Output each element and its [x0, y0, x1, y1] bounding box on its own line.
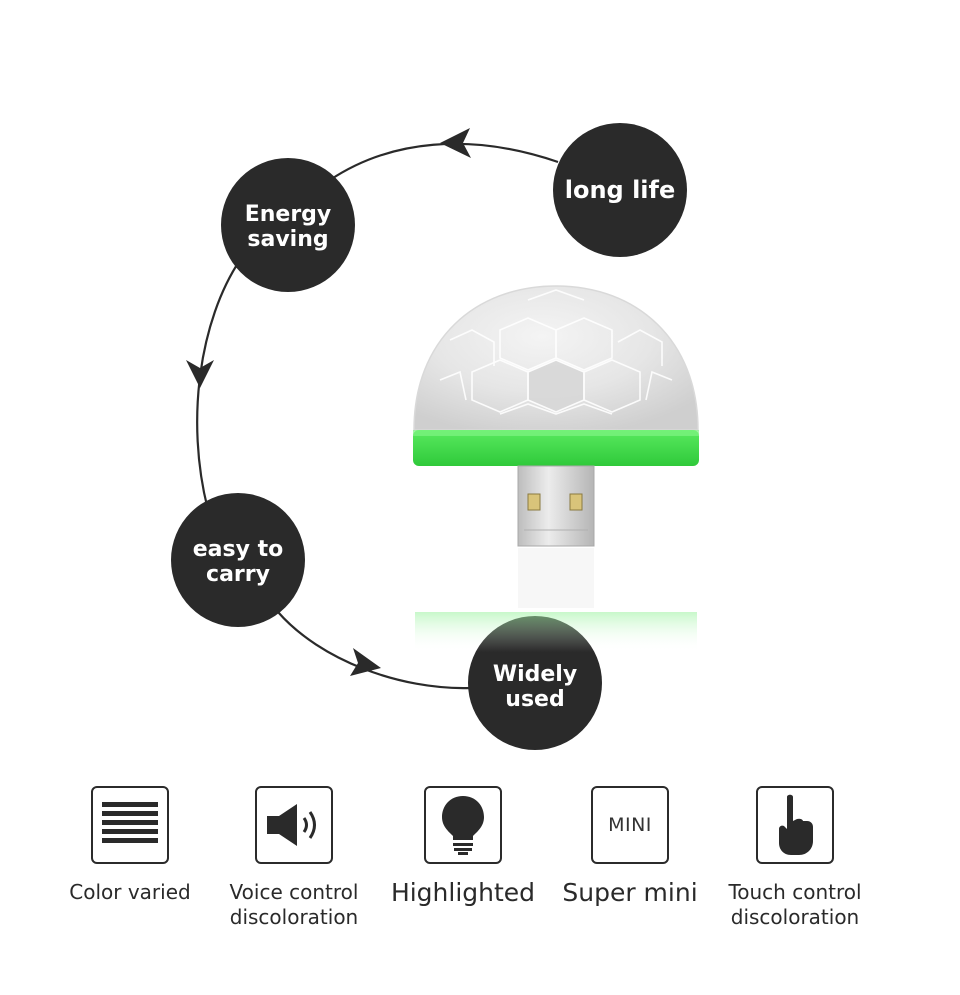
bulb-icon [442, 796, 484, 855]
feature-caption: Touch control discoloration [710, 880, 880, 930]
feature-highlighted-box [424, 786, 502, 864]
lines-icon [102, 802, 158, 843]
feature-super-mini: MINI Super mini [545, 786, 715, 908]
feature-caption: Super mini [545, 878, 715, 908]
bubble-widely-used-line1: Widely [493, 662, 577, 687]
bubble-easy-to-carry: easy to carry [171, 493, 305, 627]
bubble-energy-saving-line2: saving [247, 227, 328, 252]
cycle-arc [196, 259, 241, 511]
feature-highlighted: Highlighted [378, 786, 548, 908]
arrow-right-icon [350, 648, 381, 676]
cycle-arc [329, 142, 559, 181]
touch-hand-icon [779, 794, 813, 855]
feature-touch-control-box [756, 786, 834, 864]
feature-caption-line: Touch control [728, 880, 862, 904]
feature-caption: Highlighted [378, 878, 548, 908]
feature-caption-line: discoloration [730, 905, 860, 929]
feature-touch-control: Touch control discoloration [710, 786, 880, 930]
feature-caption: Color varied [45, 880, 215, 905]
arrow-left-icon [440, 128, 471, 158]
bubble-easy-to-carry-line2: carry [206, 562, 270, 587]
feature-caption-line: Voice control [229, 880, 359, 904]
feature-caption: Voice control discoloration [209, 880, 379, 930]
bubble-energy-saving: Energy saving [221, 158, 355, 292]
feature-caption-line: Super mini [562, 878, 698, 907]
bubble-long-life: long life [553, 123, 687, 257]
bubble-easy-to-carry-line1: easy to [193, 537, 284, 562]
feature-cycle-diagram: long life Energy saving easy to carry Wi… [171, 123, 699, 750]
arrow-down-icon [186, 360, 214, 388]
bubble-long-life-label: long life [565, 176, 676, 204]
feature-super-mini-box: MINI [591, 786, 669, 864]
feature-color-varied-box [91, 786, 169, 864]
feature-voice-control-box [255, 786, 333, 864]
mini-icon: MINI [608, 814, 652, 836]
feature-caption-line: Highlighted [390, 878, 536, 907]
feature-voice-control: Voice control discoloration [209, 786, 379, 930]
bubble-energy-saving-line1: Energy [245, 202, 332, 227]
bubble-widely-used-line2: used [505, 687, 564, 712]
feature-color-varied: Color varied [45, 786, 215, 905]
feature-caption-line: discoloration [229, 905, 359, 929]
feature-caption-line: Color varied [69, 880, 191, 904]
usb-disco-light-image [413, 285, 699, 652]
speaker-icon [267, 804, 316, 846]
